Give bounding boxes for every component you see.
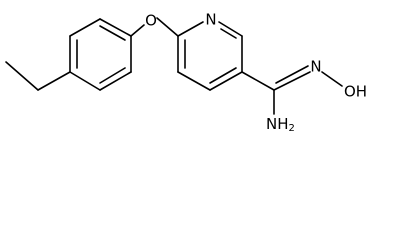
chemical-structure-diagram: O N N OH NH2 bbox=[5, 11, 367, 135]
amidine-carbon-bond bbox=[241, 71, 275, 91]
phenyl-double-inner-3 bbox=[99, 67, 126, 84]
phenyl-double-inner-2 bbox=[99, 25, 126, 41]
ethyl-terminal-bond bbox=[5, 61, 39, 91]
atom-labels: O N N OH NH2 bbox=[145, 11, 367, 135]
ethyl-benzyl-bond bbox=[37, 71, 71, 91]
pyridine-ring bbox=[177, 21, 243, 91]
oxime-nitrogen-label: N bbox=[310, 58, 321, 76]
hydroxyl-label: OH bbox=[344, 83, 367, 101]
ether-bond-phenyl bbox=[130, 24, 145, 37]
pyridine-nitrogen-label: N bbox=[205, 11, 216, 29]
phenyl-bond-3 bbox=[99, 18, 132, 37]
pyridine-double-inner-2 bbox=[209, 67, 237, 84]
ether-oxygen-label: O bbox=[145, 12, 157, 30]
phenyl-ring bbox=[69, 18, 132, 91]
pyridine-bond-4 bbox=[209, 71, 243, 91]
ether-bond-pyridine bbox=[156, 17, 179, 37]
pyridine-double-inner-1 bbox=[220, 28, 237, 39]
pyridine-bond-5 bbox=[177, 71, 211, 91]
amine-label: NH2 bbox=[266, 115, 295, 135]
oxime-double-bond-inner bbox=[275, 65, 309, 84]
amine-subscript-label: 2 bbox=[289, 123, 295, 134]
ether-linkage bbox=[130, 17, 179, 37]
pyridine-bond-1 bbox=[177, 21, 204, 37]
ethyl-group bbox=[5, 61, 71, 91]
phenyl-bond-5 bbox=[99, 71, 132, 91]
oxime-n-o-bond bbox=[321, 71, 343, 87]
phenyl-bond-6 bbox=[69, 71, 101, 91]
oxime-double-bond-outer bbox=[273, 71, 311, 91]
amidoxime-group bbox=[241, 65, 343, 115]
pyridine-bond-2 bbox=[218, 21, 243, 37]
phenyl-bond-2 bbox=[69, 18, 101, 37]
amine-element-label: NH bbox=[266, 115, 289, 133]
